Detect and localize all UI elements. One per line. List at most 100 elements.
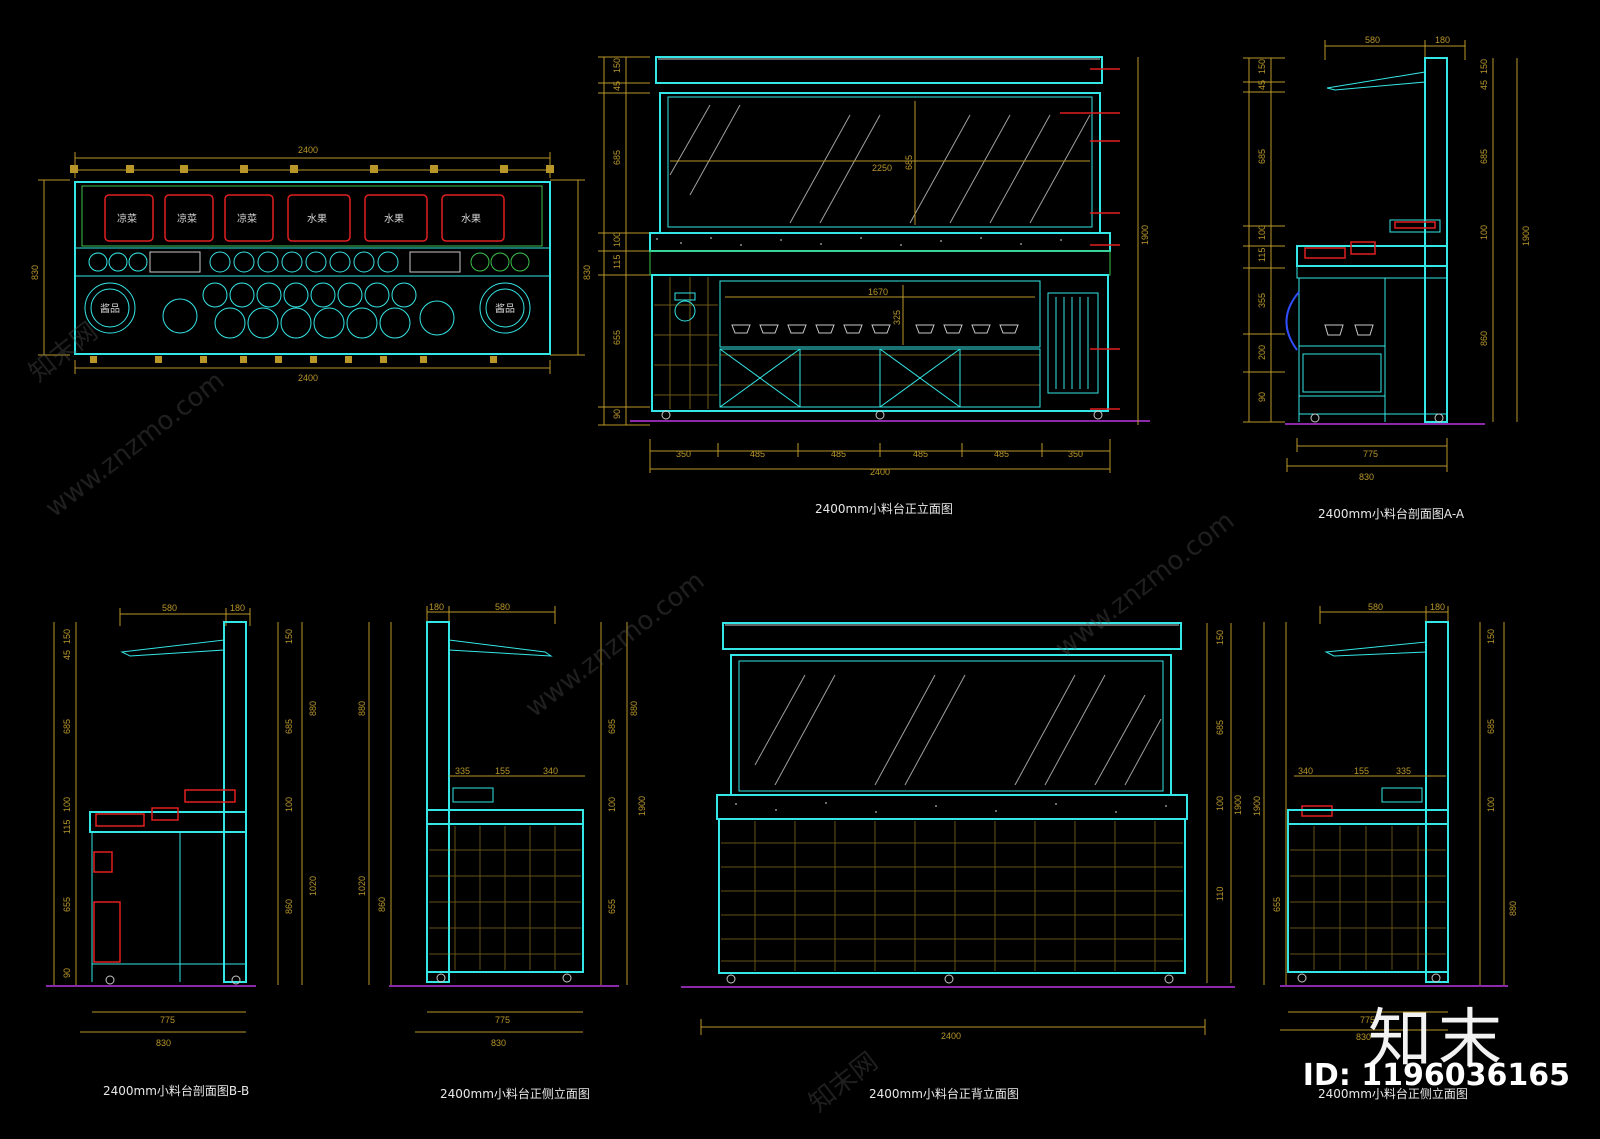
- dim: 100: [612, 232, 622, 247]
- dim: 775: [160, 1015, 175, 1025]
- dim: 485: [831, 449, 846, 459]
- dim: 685: [1257, 149, 1267, 164]
- dim: 100: [607, 797, 617, 812]
- dim: 580: [162, 603, 177, 613]
- dim: 775: [495, 1015, 510, 1025]
- front-inner-counter: 1670: [868, 287, 888, 297]
- side-left-dims: 880 1020 860: [357, 701, 387, 912]
- dim: 1020: [308, 876, 318, 896]
- side2-right-dims: 150 685 100 880: [1486, 629, 1518, 916]
- plan-bin-label: 凉菜: [117, 212, 137, 225]
- dim: 350: [1068, 449, 1083, 459]
- side-elevation-2-title: 2400mm小料台正侧立面图: [1318, 1087, 1468, 1101]
- front-left-dims: 150 45 685 100 115 655 90: [612, 58, 622, 419]
- side-elevation-title: 2400mm小料台正侧立面图: [440, 1087, 590, 1101]
- dim: 45: [1479, 80, 1489, 90]
- dim: 100: [1479, 225, 1489, 240]
- dim: 580: [495, 602, 510, 612]
- dim: 830: [491, 1038, 506, 1048]
- dim: 775: [1360, 1015, 1375, 1025]
- dim: 485: [750, 449, 765, 459]
- plan-view: 2400 830 830 凉菜 凉菜 凉菜 水果 水果 水果: [30, 145, 592, 383]
- dim: 200: [1257, 345, 1267, 360]
- dim: 880: [308, 701, 318, 716]
- dim: 115: [62, 820, 72, 834]
- section-a-a: 580 180 150 45 685 100 115 355 200 90 15…: [1243, 35, 1531, 482]
- plan-bin-label: 凉菜: [237, 212, 257, 225]
- dim: 180: [230, 603, 245, 613]
- dim: 115: [612, 255, 622, 269]
- dim: 45: [62, 650, 72, 660]
- dim: 1900: [637, 796, 647, 816]
- front-right-total: 1900: [1140, 225, 1150, 245]
- dim: 580: [1368, 602, 1383, 612]
- dim: 45: [1257, 80, 1267, 90]
- watermark-id: ID: 1196036165: [1302, 1058, 1570, 1093]
- side-elevation: 180 580 880 1020 860 335 155 340 880 685…: [357, 602, 647, 1048]
- front-inner-well: 325: [892, 310, 902, 325]
- front-elevation-title: 2400mm小料台正立面图: [815, 502, 953, 516]
- plan-bin-label: 水果: [384, 213, 404, 225]
- back-right-dims: 150 685 100 110 1900: [1215, 630, 1243, 901]
- dim: 1020: [357, 876, 367, 896]
- dim: 115: [1257, 248, 1267, 262]
- plan-right-height: 830: [582, 265, 592, 280]
- watermark-site-cn: 知末网: [803, 1046, 884, 1119]
- dim: 685: [1479, 149, 1489, 164]
- dim: 150: [612, 58, 622, 73]
- dim: 100: [1486, 797, 1496, 812]
- dim: 880: [357, 701, 367, 716]
- dim: 860: [377, 897, 387, 912]
- section-b-b: 580 180 150 45 685 100 115 655 90 150 88…: [46, 603, 318, 1048]
- dim: 350: [676, 449, 691, 459]
- dim: 655: [607, 899, 617, 914]
- dim: 685: [62, 719, 72, 734]
- dim: 340: [1298, 766, 1313, 776]
- dim: 150: [1215, 630, 1225, 645]
- dim: 150: [62, 629, 72, 644]
- plan-bowl-grid: [162, 282, 455, 339]
- dim: 180: [1430, 602, 1445, 612]
- section-a-title: 2400mm小料台剖面图A-A: [1318, 507, 1465, 521]
- plan-bin-label: 水果: [307, 213, 327, 225]
- dim: 180: [1435, 35, 1450, 45]
- plan-bin-label: 凉菜: [177, 212, 197, 225]
- dim: 90: [1257, 392, 1267, 402]
- dim: 830: [1356, 1032, 1371, 1042]
- dim: 775: [1363, 449, 1378, 459]
- dim: 150: [284, 629, 294, 644]
- dim: 150: [1257, 59, 1267, 74]
- dim: 100: [284, 797, 294, 812]
- dim: 685: [1215, 720, 1225, 735]
- dim: 880: [629, 701, 639, 716]
- dim: 580: [1365, 35, 1380, 45]
- dim: 860: [284, 899, 294, 914]
- front-bottom-dims: 350 485 485 485 485 350: [676, 449, 1083, 459]
- dim: 685: [284, 719, 294, 734]
- plan-left-height: 830: [30, 265, 40, 280]
- dim: 335: [1396, 766, 1411, 776]
- plan-small-bowls: [88, 251, 530, 273]
- dim: 485: [913, 449, 928, 459]
- watermark-brand: 知末: [1368, 1003, 1508, 1077]
- side-elevation-2: 580 180 1900 655 340 155 335 150 685 100…: [1252, 602, 1518, 1042]
- dim: 90: [62, 968, 72, 978]
- dim: 655: [1272, 897, 1282, 912]
- dim: 340: [543, 766, 558, 776]
- front-bowls: [731, 324, 1019, 334]
- dim: 155: [495, 766, 510, 776]
- back-elevation-title: 2400mm小料台正背立面图: [869, 1087, 1019, 1101]
- dim: 860: [1479, 331, 1489, 346]
- dim: 355: [1257, 293, 1267, 308]
- plan-bottom-total: 2400: [298, 373, 318, 383]
- dim: 830: [1359, 472, 1374, 482]
- plan-round-label: 酱品: [100, 302, 120, 315]
- dim: 100: [1215, 796, 1225, 811]
- back-bottom-total: 2400: [941, 1031, 961, 1041]
- dim: 685: [612, 150, 622, 165]
- section-a-left-dims: 150 45 685 100 115 355 200 90: [1257, 59, 1267, 402]
- section-b-left-dims: 150 45 685 100 115 655 90: [62, 629, 72, 978]
- dim: 685: [1486, 719, 1496, 734]
- front-bottom-total: 2400: [870, 467, 890, 477]
- dim: 655: [612, 330, 622, 345]
